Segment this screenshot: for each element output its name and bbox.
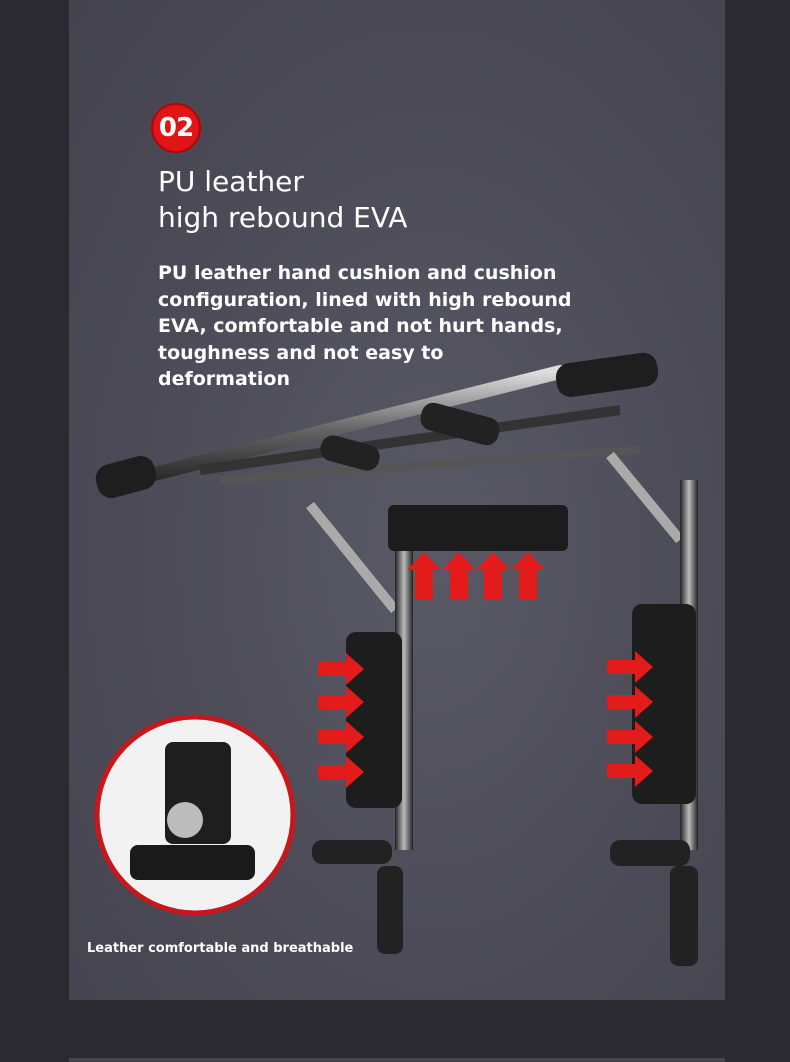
- feature-description: PU leather hand cushion and cushion conf…: [158, 262, 572, 390]
- pressure-arrows-up: [407, 552, 545, 600]
- detail-caption: Leather comfortable and breathable: [87, 941, 354, 956]
- next-panel-edge: [69, 1058, 725, 1062]
- pressure-arrows-right: [318, 651, 653, 788]
- feature-title: PU leather high rebound EVA: [158, 164, 407, 236]
- step-number-badge: 02: [153, 105, 199, 151]
- title-line-2: high rebound EVA: [158, 201, 408, 234]
- title-line-1: PU leather: [158, 165, 304, 198]
